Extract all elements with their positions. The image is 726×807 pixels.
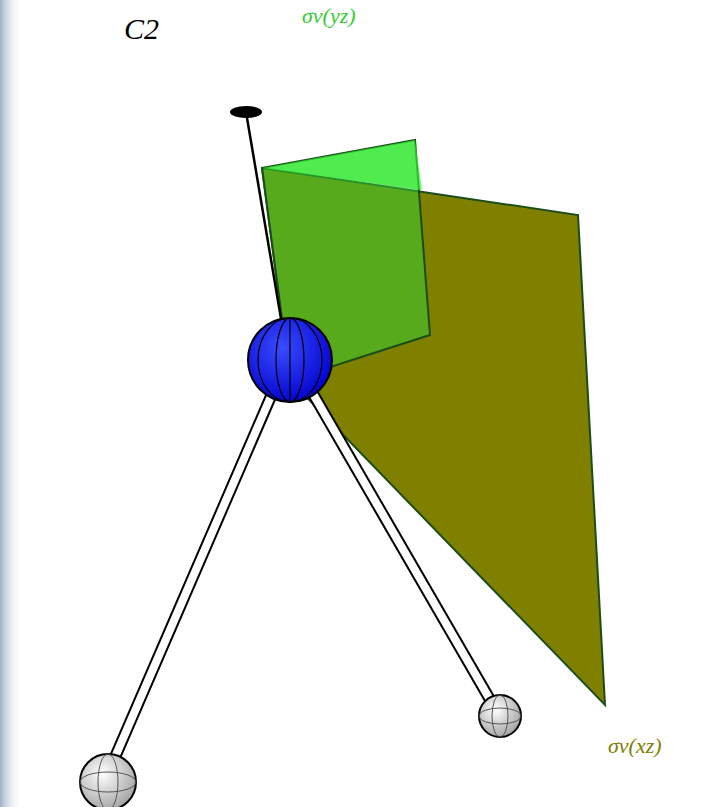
hydrogen-atom xyxy=(479,695,521,737)
axis-symbol xyxy=(230,106,262,118)
oxygen-atom xyxy=(248,318,332,402)
plane-label: σv(xz) xyxy=(608,734,662,758)
plane-label: σv(yz) xyxy=(302,4,356,28)
bond xyxy=(106,380,496,778)
axis-label: C2 xyxy=(124,12,159,45)
plane-top xyxy=(262,140,422,190)
hydrogen-atom xyxy=(80,754,136,807)
slide-band xyxy=(0,0,22,807)
